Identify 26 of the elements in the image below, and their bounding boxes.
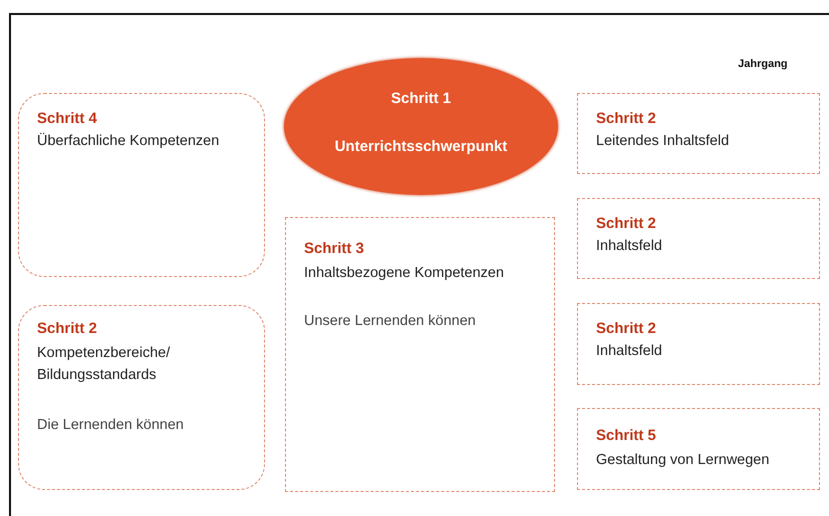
step-title: Leitendes Inhaltsfeld: [596, 132, 730, 151]
step-title: Gestaltung von Lernwegen: [596, 451, 770, 470]
step-heading: Schritt 2: [596, 319, 658, 339]
step-heading: Schritt 5: [596, 426, 658, 446]
step-box: [577, 303, 820, 385]
step-heading: Schritt 4: [37, 109, 98, 129]
step-box: [285, 217, 555, 492]
note-text: Unsere Lernenden können: [304, 312, 477, 331]
step-title: Inhaltsfeld: [596, 342, 664, 361]
step-heading: Schritt 3: [304, 239, 366, 259]
step-box: [577, 93, 820, 174]
step-heading: Schritt 1: [390, 89, 452, 109]
rounded-box: [18, 305, 265, 490]
step-title: Unterrichtsschwerpunkt: [334, 137, 508, 157]
step-heading: Schritt 2: [596, 214, 658, 234]
step-title: Kompetenzbereiche/ Bildungsstandards: [37, 344, 171, 385]
step-title: Überfachliche Kompetenzen: [37, 132, 220, 151]
step-title: Inhaltsfeld: [596, 237, 664, 256]
column-label: Jahrgang: [738, 58, 788, 70]
step-box: [577, 198, 820, 279]
step-box: [577, 408, 820, 490]
note-text: Die Lernenden können: [37, 416, 185, 435]
step-heading: Schritt 2: [596, 109, 658, 129]
rounded-box: [18, 93, 265, 277]
step-heading: Schritt 2: [37, 319, 98, 339]
step-title: Inhaltsbezogene Kompetenzen: [304, 264, 505, 283]
